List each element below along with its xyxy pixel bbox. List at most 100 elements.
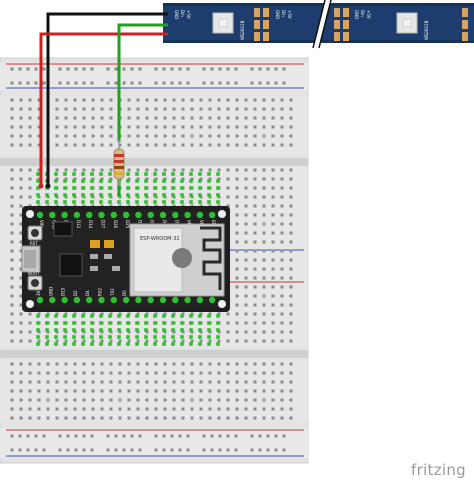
breadboard-hole <box>271 294 275 298</box>
breadboard-hole <box>190 98 194 102</box>
breadboard-hole <box>253 416 257 420</box>
breadboard-hole <box>163 98 167 102</box>
connected-hole <box>144 342 148 346</box>
breadboard-hole <box>73 168 77 172</box>
connected-hole <box>189 335 193 339</box>
connected-hole <box>216 328 220 332</box>
breadboard-hole <box>235 116 239 120</box>
breadboard-hole <box>271 303 275 307</box>
breadboard-hole <box>208 362 212 366</box>
breadboard-hole <box>282 448 286 452</box>
breadboard-hole <box>235 312 239 316</box>
breadboard-hole <box>10 389 14 393</box>
breadboard-hole <box>262 330 266 334</box>
center-channel-2 <box>0 350 308 358</box>
breadboard-hole <box>235 186 239 190</box>
breadboard-hole <box>145 107 149 111</box>
breadboard-hole <box>26 81 30 85</box>
breadboard-hole <box>122 448 126 452</box>
breadboard-hole <box>127 195 131 199</box>
breadboard-hole <box>172 98 176 102</box>
breadboard-hole <box>262 321 266 325</box>
breadboard-hole <box>10 416 14 420</box>
breadboard-hole <box>280 186 284 190</box>
breadboard-hole <box>82 398 86 402</box>
breadboard-hole <box>82 143 86 147</box>
breadboard-hole <box>10 380 14 384</box>
breadboard-hole <box>244 294 248 298</box>
breadboard-hole <box>19 258 23 262</box>
connected-hole <box>99 172 103 176</box>
connected-hole <box>72 342 76 346</box>
breadboard-hole <box>100 312 104 316</box>
connected-hole <box>162 186 166 190</box>
connected-hole <box>81 328 85 332</box>
breadboard-hole <box>91 339 95 343</box>
connected-hole <box>153 193 157 197</box>
connected-hole <box>99 342 103 346</box>
breadboard-hole <box>218 81 222 85</box>
breadboard-hole <box>82 67 86 71</box>
connected-hole <box>117 321 121 325</box>
breadboard-hole <box>244 362 248 366</box>
breadboard-hole <box>55 98 59 102</box>
connected-hole <box>117 200 121 204</box>
breadboard-hole <box>208 195 212 199</box>
breadboard-hole <box>19 143 23 147</box>
breadboard-hole <box>73 407 77 411</box>
breadboard-hole <box>145 125 149 129</box>
breadboard-hole <box>280 213 284 217</box>
breadboard-hole <box>127 125 131 129</box>
breadboard-hole <box>10 276 14 280</box>
breadboard-hole <box>253 240 257 244</box>
connected-hole <box>90 342 94 346</box>
breadboard-hole <box>235 362 239 366</box>
breadboard-hole <box>208 389 212 393</box>
connected-hole <box>117 314 121 318</box>
breadboard-hole <box>100 98 104 102</box>
breadboard-hole <box>37 134 41 138</box>
breadboard-hole <box>109 177 113 181</box>
breadboard-hole <box>217 416 221 420</box>
breadboard-hole <box>172 116 176 120</box>
breadboard-hole <box>271 186 275 190</box>
breadboard-hole <box>280 177 284 181</box>
breadboard-hole <box>109 398 113 402</box>
breadboard-hole <box>37 330 41 334</box>
breadboard-hole <box>91 107 95 111</box>
breadboard-hole <box>202 67 206 71</box>
breadboard-hole <box>186 448 190 452</box>
breadboard-hole <box>163 330 167 334</box>
connected-hole <box>36 193 40 197</box>
connected-hole <box>171 314 175 318</box>
breadboard-hole <box>19 240 23 244</box>
breadboard-hole <box>82 380 86 384</box>
breadboard-hole <box>73 134 77 138</box>
breadboard-hole <box>154 107 158 111</box>
breadboard-hole <box>181 116 185 120</box>
breadboard-hole <box>289 98 293 102</box>
breadboard-hole <box>82 339 86 343</box>
connected-hole <box>126 342 130 346</box>
breadboard-hole <box>271 125 275 129</box>
connected-hole <box>189 328 193 332</box>
breadboard-hole <box>127 134 131 138</box>
header-pin <box>172 296 179 304</box>
breadboard-hole <box>37 143 41 147</box>
solder-pad <box>334 20 340 29</box>
breadboard-hole <box>274 448 278 452</box>
breadboard-hole <box>170 81 174 85</box>
breadboard-hole <box>226 398 230 402</box>
center-channel <box>0 158 308 166</box>
breadboard-hole <box>199 116 203 120</box>
breadboard-hole <box>289 168 293 172</box>
breadboard-hole <box>73 371 77 375</box>
breadboard-hole <box>18 434 22 438</box>
breadboard-hole <box>122 434 126 438</box>
connected-hole <box>126 179 130 183</box>
connected-hole <box>45 193 49 197</box>
breadboard-hole <box>91 371 95 375</box>
breadboard-hole <box>118 371 122 375</box>
breadboard-hole <box>244 416 248 420</box>
breadboard-hole <box>244 231 248 235</box>
